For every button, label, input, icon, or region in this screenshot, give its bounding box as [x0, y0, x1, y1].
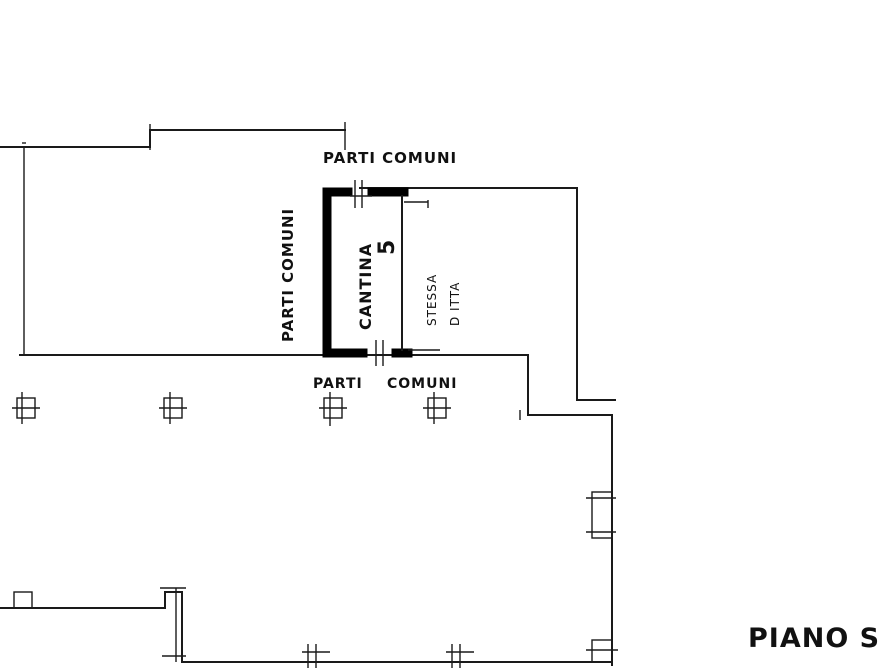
- label-parti-bottom: PARTI: [313, 376, 363, 392]
- label-parti-comuni-left: PARTI COMUNI: [279, 208, 297, 342]
- label-stessa: STESSA: [425, 274, 439, 326]
- floor-title: PIANO S: [748, 623, 880, 654]
- pillar: [319, 392, 347, 426]
- pillar: [159, 392, 187, 424]
- pillar: [423, 392, 451, 424]
- pillars: [12, 392, 451, 426]
- label-cantina-number: 5: [375, 239, 400, 255]
- pillar: [12, 392, 40, 424]
- label-cantina: CANTINA: [356, 243, 375, 330]
- label-comuni-bottom: COMUNI: [387, 376, 457, 392]
- building-outline: [0, 122, 616, 666]
- label-ditta: D ITTA: [448, 282, 462, 326]
- cantina-room: [322, 180, 440, 366]
- label-parti-comuni-top: PARTI COMUNI: [323, 149, 457, 167]
- building-outline-lower: [0, 587, 618, 668]
- pillar: [586, 491, 616, 539]
